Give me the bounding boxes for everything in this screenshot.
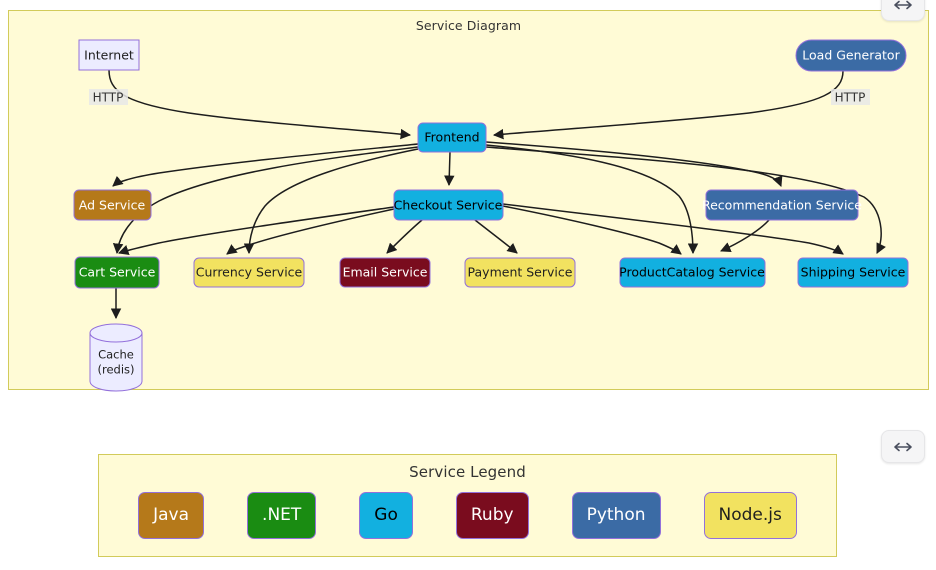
node-cache-redis[interactable]: Cache (redis): [89, 323, 143, 392]
resize-legend-button[interactable]: [881, 430, 925, 463]
legend-chip-nodejs[interactable]: Node.js: [703, 491, 797, 539]
legend-chip-python[interactable]: Python: [571, 491, 661, 539]
legend-chip-go-label: Go: [374, 505, 398, 525]
node-frontend[interactable]: Frontend: [417, 122, 487, 153]
edge-internet-frontend: [108, 69, 412, 140]
node-internet[interactable]: Internet: [78, 39, 140, 71]
edge-frontend-cartservice: [112, 146, 419, 255]
edge-frontend-checkoutservice: [444, 151, 455, 187]
edge-label-http-right-bg: [831, 89, 870, 105]
service-legend-panel: Service Legend Java .NET Go Ruby Python …: [98, 454, 837, 557]
edge-checkout-paymentservice: [474, 219, 518, 254]
edge-frontend-currencyservice: [243, 148, 419, 255]
service-diagram-panel: Service Diagram: [8, 10, 929, 392]
edge-frontend-adservice: [112, 143, 419, 187]
legend-items: Java .NET Go Ruby Python Node.js: [99, 485, 836, 545]
legend-chip-java-label: Java: [153, 505, 190, 525]
edge-frontend-recommendation: [485, 141, 783, 187]
edges-layer: [108, 69, 886, 320]
resize-horizontal-icon: [894, 0, 912, 9]
edge-label-http-left: HTTP: [93, 91, 124, 105]
legend-chip-go[interactable]: Go: [359, 491, 413, 539]
legend-chip-dotnet[interactable]: .NET: [247, 491, 317, 539]
edge-checkout-shippingservice: [502, 203, 844, 255]
edge-checkout-currencyservice: [226, 208, 395, 255]
legend-chip-ruby[interactable]: Ruby: [455, 491, 529, 539]
node-checkout-service[interactable]: Checkout Service: [393, 189, 504, 221]
node-currency-service[interactable]: Currency Service: [193, 257, 305, 288]
nodes-layer: Internet Load Generator Frontend Ad Serv…: [73, 39, 909, 392]
legend-chip-ruby-label: Ruby: [470, 505, 514, 525]
legend-chip-dotnet-label: .NET: [262, 505, 302, 525]
node-recommendation-service[interactable]: Recommendation Service: [702, 189, 862, 221]
edge-checkout-cartservice: [118, 206, 395, 255]
resize-horizontal-icon: [894, 442, 912, 451]
node-payment-service[interactable]: Payment Service: [464, 257, 576, 288]
node-productcatalog-service[interactable]: ProductCatalog Service: [619, 257, 766, 288]
resize-diagram-button[interactable]: [881, 0, 925, 21]
edge-checkout-emailservice: [386, 219, 423, 254]
legend-chip-python-label: Python: [586, 505, 646, 525]
edge-recommendation-productcatalog: [720, 219, 770, 252]
edge-loadgenerator-frontend: [492, 70, 844, 140]
node-cart-service[interactable]: Cart Service: [74, 256, 160, 289]
legend-chip-nodejs-label: Node.js: [718, 505, 782, 525]
node-email-service[interactable]: Email Service: [339, 257, 431, 288]
edge-frontend-shippingservice: [485, 146, 886, 254]
diagram-canvas: Internet Load Generator Frontend Ad Serv…: [73, 39, 909, 392]
legend-chip-java[interactable]: Java: [138, 491, 205, 539]
edge-labels-layer: HTTP HTTP: [89, 89, 870, 105]
legend-title: Service Legend: [409, 463, 526, 481]
node-ad-service[interactable]: Ad Service: [73, 189, 152, 221]
node-shipping-service[interactable]: Shipping Service: [797, 257, 909, 288]
edge-checkout-productcatalog: [502, 205, 682, 255]
node-load-generator[interactable]: Load Generator: [795, 39, 907, 72]
edge-label-http-left-bg: [89, 89, 128, 105]
edge-label-http-right: HTTP: [835, 91, 866, 105]
